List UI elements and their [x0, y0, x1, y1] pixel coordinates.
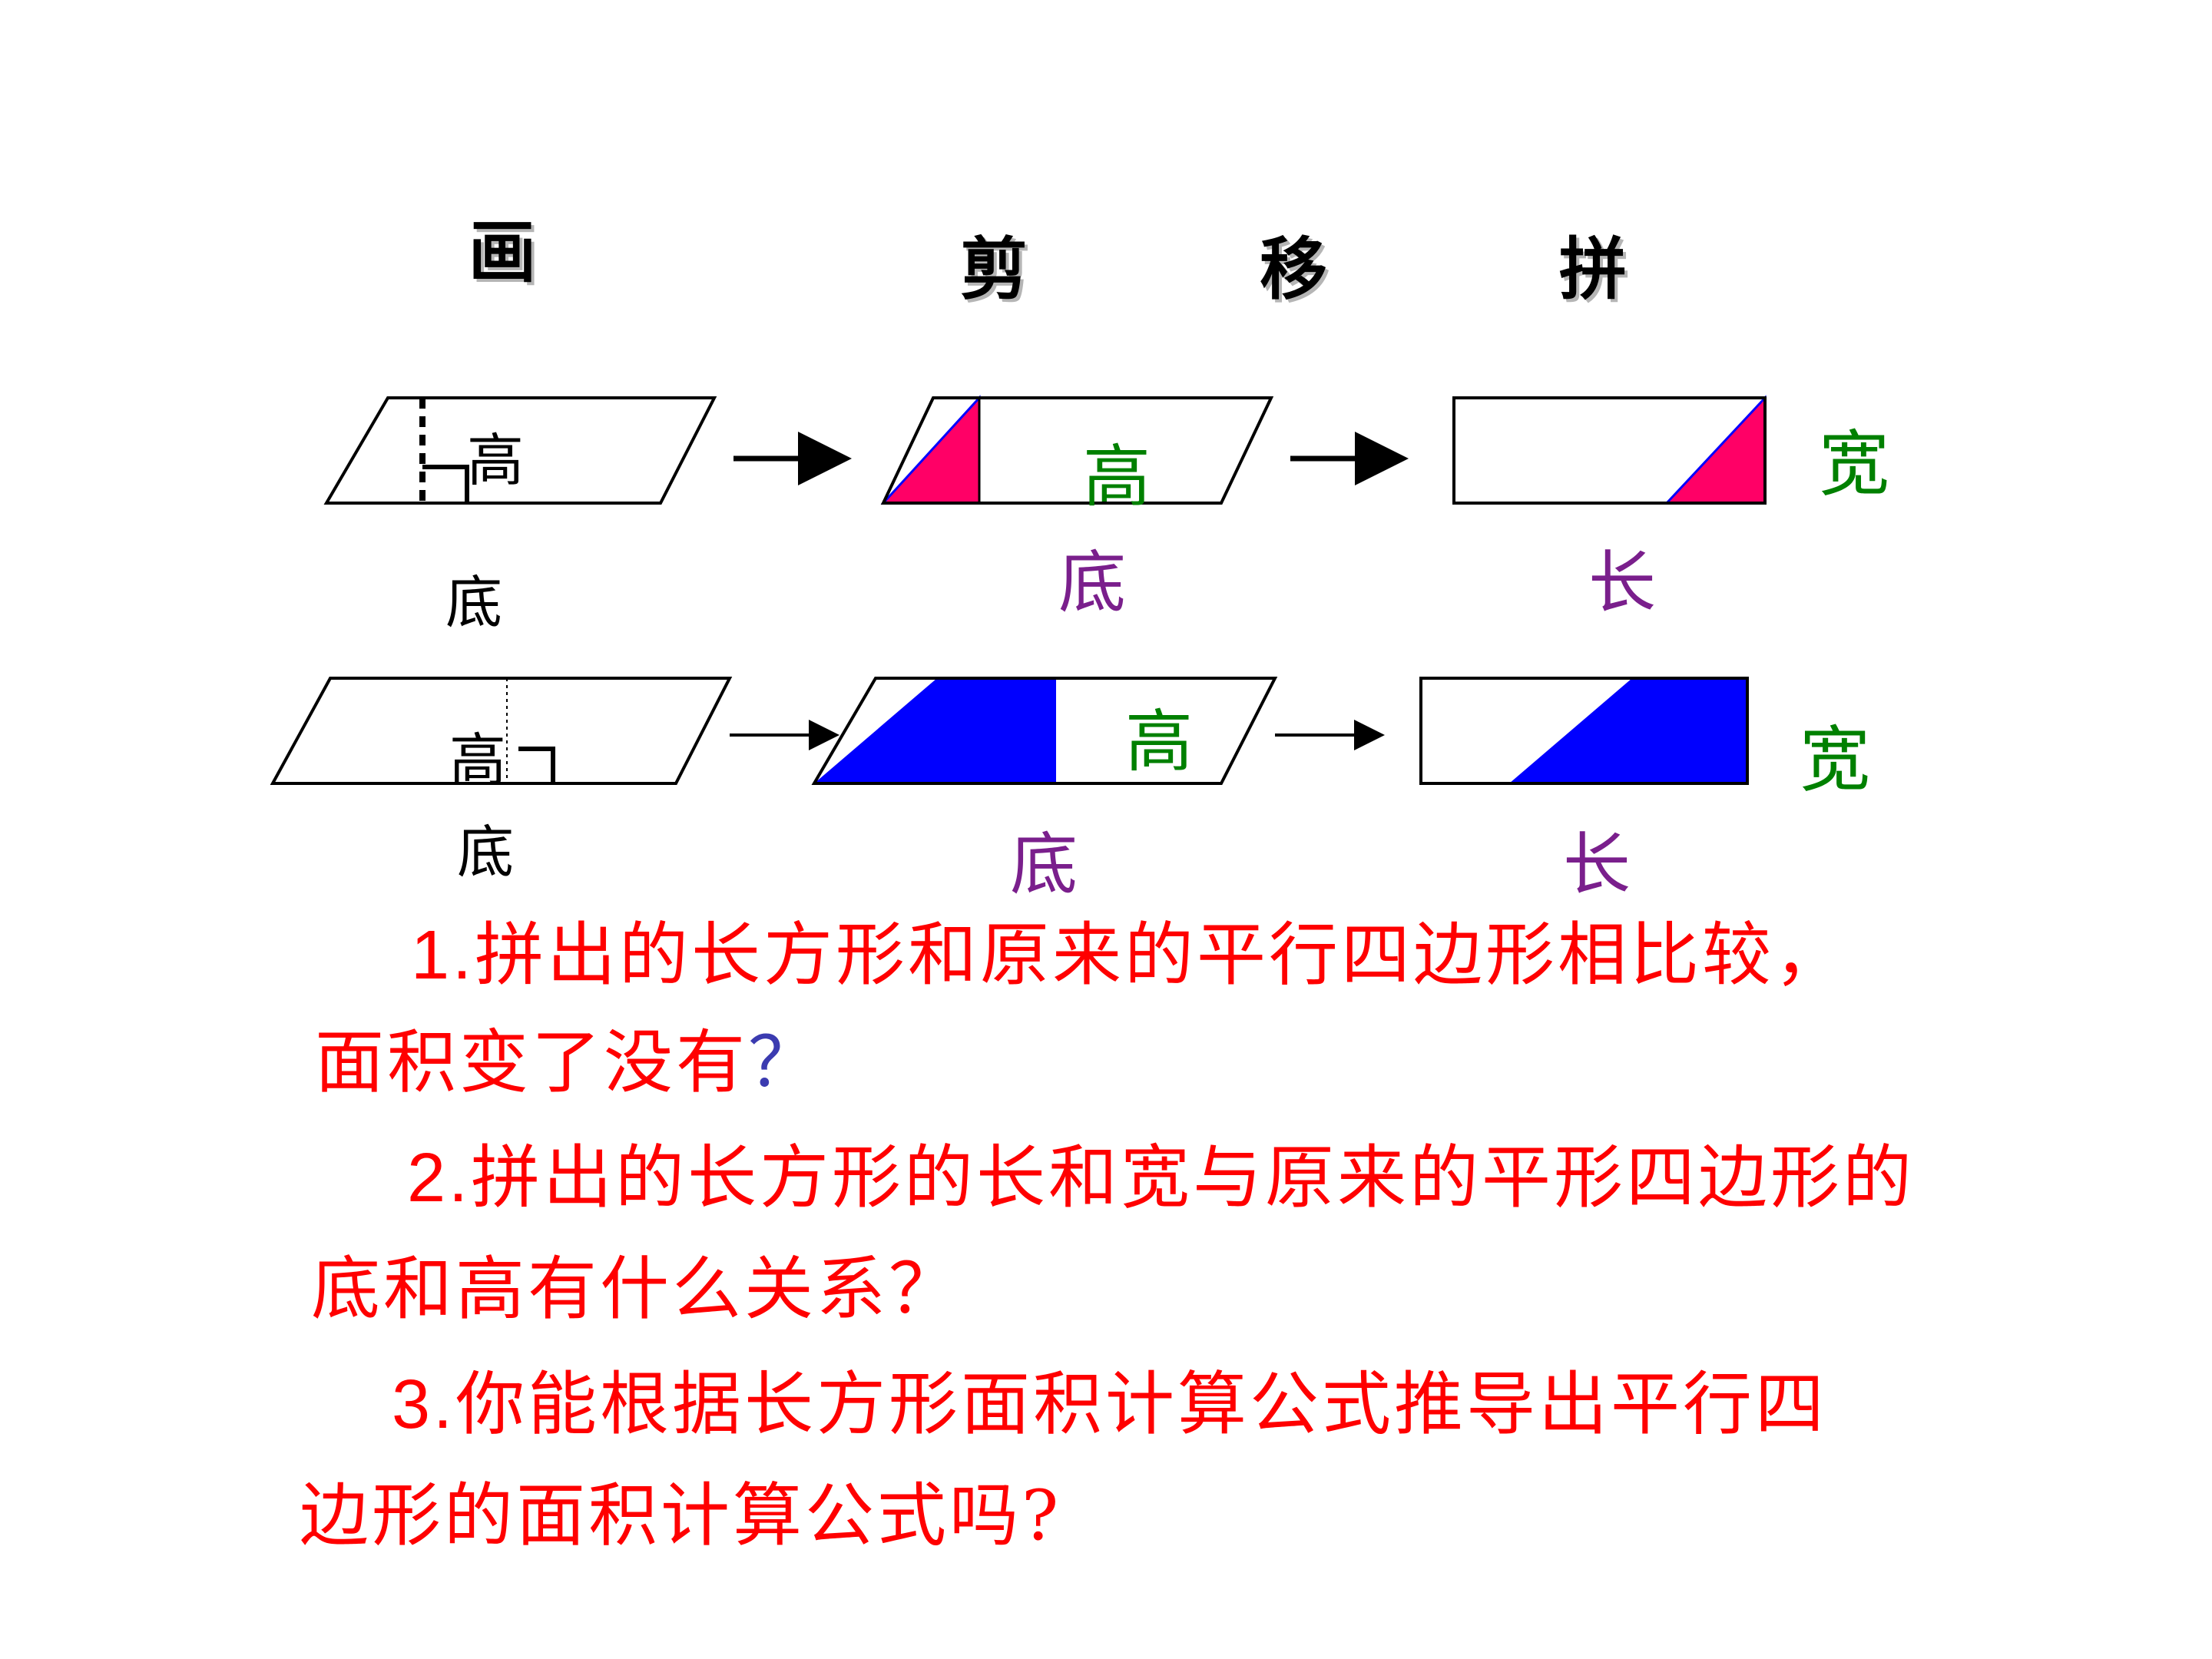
question-1-text-2: 面积变了没有: [315, 1022, 748, 1103]
question-3-number: 3.: [392, 1366, 456, 1443]
row1-height-label-2: 高: [1083, 437, 1151, 516]
row2-base-label-2: 底: [1010, 825, 1078, 904]
step-join-label: 拼: [1559, 230, 1628, 309]
row1-width-label: 宽: [1819, 423, 1890, 505]
question-2-line-2: 底和高有什么关系？: [311, 1233, 961, 1333]
question-1-line-2: 面积变了没有？: [315, 1006, 820, 1106]
question-3-text-2: 边形的面积计算公式吗?: [300, 1475, 1062, 1556]
row2-right-angle-mark: [518, 747, 555, 783]
step-draw-label: 画: [469, 213, 537, 292]
row2-length-label: 长: [1563, 825, 1631, 904]
row2-height-label-2: 高: [1125, 702, 1194, 781]
row1-cut-triangle: [880, 395, 981, 505]
row2-base-label-1: 底: [457, 820, 514, 886]
row1-height-label-1: 高: [467, 428, 524, 494]
question-1-number: 1.: [411, 917, 475, 994]
question-2-number: 2.: [407, 1140, 472, 1217]
question-1-line-1: 1.拼出的长方形和原来的平行四边形相比较，: [411, 899, 1846, 998]
row2-height-label-1: 高: [449, 727, 506, 793]
row1-original-parallelogram: [323, 396, 717, 505]
question-2-line-1: 2.拼出的长方形的长和宽与原来的平形四边形的: [407, 1121, 1915, 1221]
question-3-line-1: 3.你能根据长方形面积计算公式推导出平行四: [392, 1348, 1827, 1448]
step-move-label: 移: [1260, 230, 1328, 309]
row1-cut-parallelogram: [880, 395, 1274, 505]
question-2-text-2: 底和高有什么关系？: [311, 1249, 961, 1330]
row1-moved-triangle: [1664, 395, 1767, 505]
row1-right-angle-mark: [422, 465, 469, 503]
row1-length-label: 长: [1588, 543, 1657, 622]
question-1-mark: ？: [748, 1022, 820, 1103]
row1-base-label-1: 底: [445, 570, 502, 636]
question-3-line-2: 边形的面积计算公式吗?: [300, 1459, 1061, 1559]
row1-base-label-2: 底: [1058, 543, 1127, 622]
row2-moved-blue-region: [1509, 678, 1747, 783]
row2-result-rectangle: [1419, 677, 1749, 785]
row2-cut-parallelogram: [811, 677, 1278, 785]
question-2-text-1: 拼出的长方形的长和宽与原来的平形四边形的: [471, 1137, 1916, 1218]
row2-cut-blue-region: [814, 678, 1056, 783]
question-3-text-1: 你能根据长方形面积计算公式推导出平行四: [455, 1364, 1828, 1445]
row2-width-label: 宽: [1800, 719, 1871, 801]
row2-original-parallelogram: [270, 677, 733, 785]
row1-result-rectangle: [1452, 395, 1767, 505]
question-1-text-1: 拼出的长方形和原来的平行四边形相比较，: [475, 915, 1847, 995]
step-cut-label: 剪: [960, 230, 1028, 309]
